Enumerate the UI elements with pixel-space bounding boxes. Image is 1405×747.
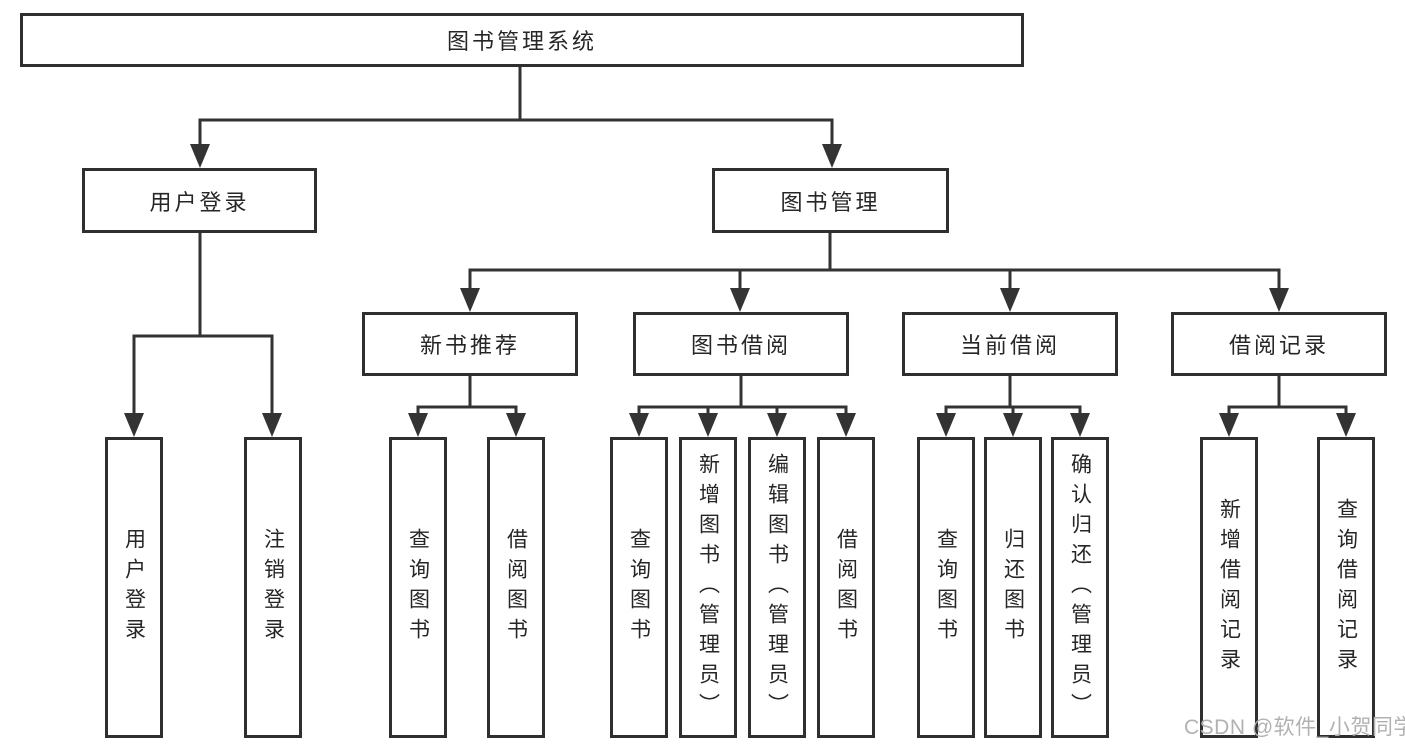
node-br-add-record: 新增借阅记录 bbox=[1200, 437, 1258, 738]
node-user-login-group: 用户登录 bbox=[82, 168, 317, 233]
node-root: 图书管理系统 bbox=[20, 13, 1024, 67]
node-bb-query-book: 查询图书 bbox=[610, 437, 668, 738]
node-book-borrow: 图书借阅 bbox=[633, 312, 849, 376]
watermark: CSDN @软件_小贺同学 bbox=[1184, 716, 1405, 739]
node-nbr-query-book: 查询图书 bbox=[389, 437, 447, 738]
node-user-login: 用户登录 bbox=[105, 437, 163, 738]
node-label: 借阅图书 bbox=[834, 527, 858, 648]
node-label: 用户登录 bbox=[149, 189, 250, 215]
node-label: 查询借阅记录 bbox=[1334, 497, 1358, 678]
node-label: 新增图书（管理员） bbox=[696, 452, 720, 723]
node-label: 查询图书 bbox=[406, 527, 430, 648]
node-book-management: 图书管理 bbox=[712, 168, 949, 233]
node-label: 新书推荐 bbox=[419, 333, 520, 358]
node-label: 当前借阅 bbox=[959, 333, 1060, 358]
node-label: 新增借阅记录 bbox=[1217, 497, 1241, 678]
node-current-borrow: 当前借阅 bbox=[902, 312, 1118, 376]
node-label: 用户登录 bbox=[122, 527, 146, 648]
node-nbr-borrow-book: 借阅图书 bbox=[487, 437, 545, 738]
node-bb-edit-book-admin: 编辑图书（管理员） bbox=[748, 437, 806, 738]
node-cb-confirm-return-admin: 确认归还（管理员） bbox=[1051, 437, 1109, 738]
node-logout: 注销登录 bbox=[244, 437, 302, 738]
node-bb-add-book-admin: 新增图书（管理员） bbox=[679, 437, 737, 738]
node-label: 图书管理系统 bbox=[446, 29, 597, 54]
node-label: 归还图书 bbox=[1001, 527, 1025, 648]
node-label: 查询图书 bbox=[934, 527, 958, 648]
node-cb-query-book: 查询图书 bbox=[917, 437, 975, 738]
node-label: 注销登录 bbox=[261, 527, 285, 648]
node-new-book-recommend: 新书推荐 bbox=[362, 312, 578, 376]
node-label: 借阅图书 bbox=[504, 527, 528, 648]
node-borrow-record: 借阅记录 bbox=[1171, 312, 1387, 376]
node-label: 编辑图书（管理员） bbox=[765, 452, 789, 723]
node-cb-return-book: 归还图书 bbox=[984, 437, 1042, 738]
node-br-query-record: 查询借阅记录 bbox=[1317, 437, 1375, 738]
node-label: 图书管理 bbox=[780, 189, 881, 215]
node-label: 查询图书 bbox=[627, 527, 651, 648]
node-bb-borrow-book: 借阅图书 bbox=[817, 437, 875, 738]
node-label: 图书借阅 bbox=[690, 333, 791, 358]
node-label: 借阅记录 bbox=[1228, 333, 1329, 358]
node-label: 确认归还（管理员） bbox=[1068, 452, 1092, 723]
arrowheads bbox=[124, 144, 1356, 437]
